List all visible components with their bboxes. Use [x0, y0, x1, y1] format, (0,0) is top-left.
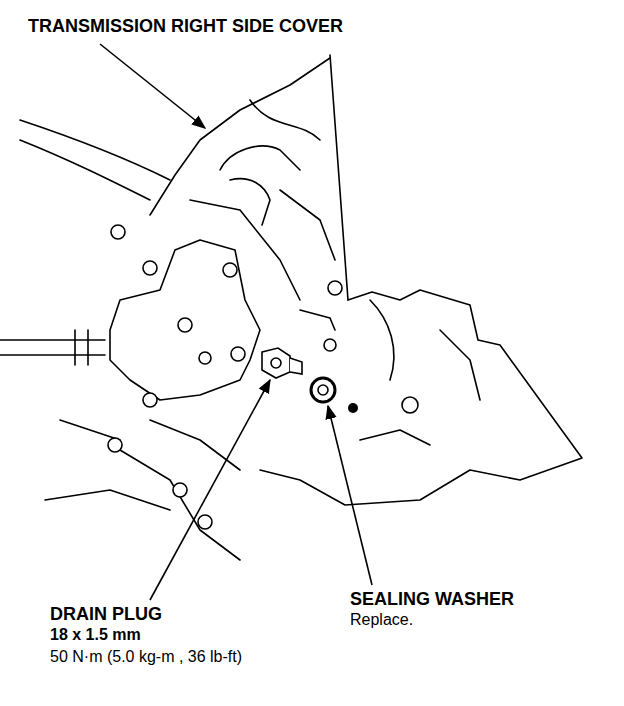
case-leg: [150, 420, 240, 470]
cover-rib: [230, 179, 270, 225]
case-rib: [440, 330, 480, 400]
drain-plug-thread: [290, 358, 302, 374]
case-rib: [370, 300, 394, 380]
drain-hole: [348, 403, 358, 413]
leader-line: [150, 380, 270, 600]
part-name: SEALING WASHER: [350, 589, 514, 610]
cover-border: [330, 55, 348, 300]
part-name: TRANSMISSION RIGHT SIDE COVER: [28, 16, 343, 37]
case-rib: [360, 430, 430, 445]
sealing-washer-hole: [318, 385, 328, 395]
bolt: [143, 393, 157, 407]
bolt: [231, 347, 245, 361]
bolt: [402, 397, 418, 413]
bolt: [199, 352, 211, 364]
bolt: [324, 339, 336, 351]
case-leg: [45, 490, 170, 510]
drain-plug-socket: [271, 358, 281, 368]
note: Replace.: [350, 611, 413, 629]
cover-rib: [190, 200, 300, 300]
cover-rib: [280, 190, 335, 260]
cover-rib: [250, 100, 320, 140]
bolt: [223, 263, 237, 277]
leader-line: [100, 44, 205, 128]
leader-line: [328, 406, 372, 585]
cover-edge: [150, 58, 330, 215]
bolt: [198, 515, 212, 529]
drain-plug: [262, 348, 290, 378]
bolt: [178, 318, 192, 332]
sealing-washer: [311, 378, 335, 402]
frame-arm: [20, 140, 150, 200]
part-name: DRAIN PLUG: [50, 604, 162, 625]
cover-lug: [300, 310, 335, 330]
torque-spec: 50 N·m (5.0 kg-m , 36 lb-ft): [50, 648, 242, 666]
bolt: [108, 438, 122, 452]
case-leg: [60, 420, 120, 440]
case-outline: [260, 290, 582, 505]
bolt: [328, 281, 342, 295]
drive-shaft: [0, 330, 105, 365]
cover-rib: [220, 146, 300, 170]
bolt: [111, 225, 125, 239]
bolt: [143, 261, 157, 275]
cover-boss: [110, 240, 260, 400]
bolt: [173, 483, 187, 497]
dimension: 18 x 1.5 mm: [50, 626, 141, 644]
